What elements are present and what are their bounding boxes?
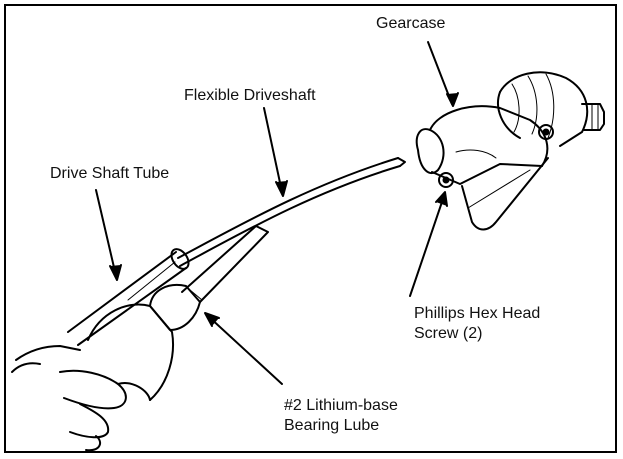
phillips-screw-line-2: Screw (2)	[414, 325, 483, 342]
flexible-driveshaft-label: Flexible Driveshaft	[184, 86, 316, 106]
drive-shaft-tube-text: Drive Shaft Tube	[50, 165, 170, 182]
flexible-driveshaft-arrow	[263, 107, 283, 193]
drive-shaft-tube-label: Drive Shaft Tube	[50, 164, 169, 184]
leader-arrows	[95, 41, 459, 385]
gearcase	[415, 71, 605, 231]
lube-arrow	[207, 315, 283, 385]
lube-tube	[87, 225, 269, 401]
lube-line-1: #2 Lithium-base	[284, 397, 398, 414]
phillips-screw-label: Phillips Hex Head Screw (2)	[414, 304, 540, 344]
gearcase-text: Gearcase	[376, 15, 446, 32]
lube-line-2: Bearing Lube	[284, 417, 380, 434]
flexible-driveshaft-text: Flexible Driveshaft	[184, 87, 316, 104]
drive-shaft-tube	[67, 248, 190, 346]
lube-label: #2 Lithium-base Bearing Lube	[284, 396, 398, 436]
hand	[11, 345, 151, 452]
gearcase-arrow	[427, 41, 453, 105]
gearcase-label: Gearcase	[376, 14, 445, 34]
drive-shaft-tube-arrow	[95, 189, 117, 277]
phillips-screw-arrow	[409, 195, 445, 297]
phillips-screw-line-1: Phillips Hex Head	[414, 305, 541, 322]
flexible-driveshaft	[177, 157, 406, 267]
